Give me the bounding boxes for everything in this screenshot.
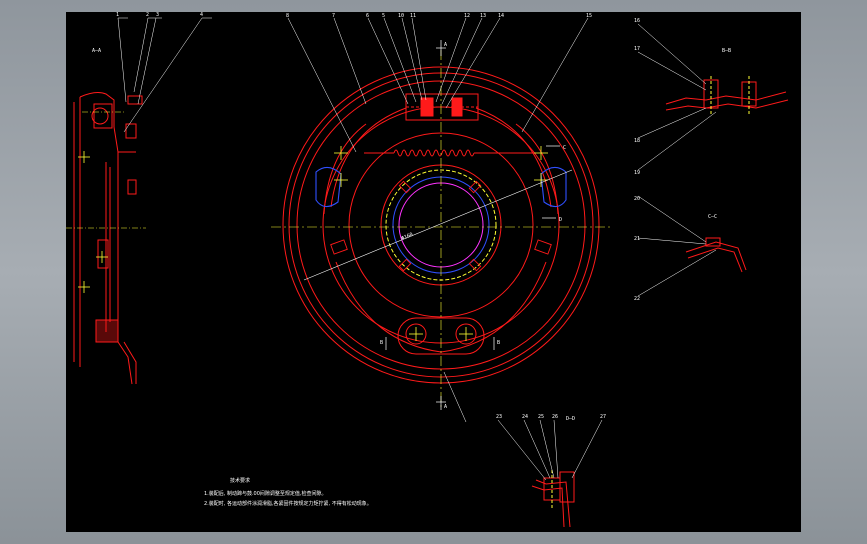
- notes-line-1: 1.装配后, 制动蹄与鼓.00间隙调整至规定值,检查间隙。: [204, 490, 327, 497]
- label-section-aa: A—A: [92, 48, 101, 54]
- left-view-bolt-marks: [78, 151, 108, 293]
- diameter-dimension: [303, 169, 573, 281]
- callout-24: 24: [522, 414, 528, 420]
- callout-12: 12: [464, 13, 470, 19]
- side-blocks: [330, 239, 552, 255]
- detail-d-leaders: [497, 419, 603, 481]
- callout-13: 13: [480, 13, 486, 19]
- label-detail-c: C—C: [708, 214, 717, 220]
- main-centerlines: [271, 50, 611, 407]
- section-marker-lines: [385, 40, 560, 410]
- callout-2: 2: [146, 12, 149, 18]
- callout-27: 27: [600, 414, 606, 420]
- return-spring: [364, 149, 536, 157]
- marker-c: C: [563, 145, 566, 151]
- callout-23: 23: [496, 414, 502, 420]
- marker-b-left: B: [380, 340, 383, 346]
- callout-10: 10: [398, 13, 404, 19]
- callout-6: 6: [366, 13, 369, 19]
- callout-20: 20: [634, 196, 640, 202]
- callout-26: 26: [552, 414, 558, 420]
- hub-bolt-slots: [398, 180, 482, 272]
- callout-21: 21: [634, 236, 640, 242]
- callout-25: 25: [538, 414, 544, 420]
- callout-18: 18: [634, 138, 640, 144]
- label-detail-d: D—D: [566, 416, 575, 422]
- callout-22: 22: [634, 296, 640, 302]
- callout-16: 16: [634, 18, 640, 24]
- marker-a-bottom: A: [444, 404, 447, 410]
- wheel-cylinder: [405, 93, 479, 121]
- cad-drawing-canvas[interactable]: A—A 1 2 3 4: [66, 12, 801, 532]
- marker-d: D: [559, 217, 562, 223]
- label-detail-b: B—B: [722, 48, 731, 54]
- pin-crosshairs: [334, 146, 548, 341]
- left-view-centerlines: [66, 111, 146, 229]
- callout-14: 14: [498, 13, 504, 19]
- brake-assembly-drawing: A—A 1 2 3 4: [66, 12, 789, 528]
- callout-7: 7: [332, 13, 335, 19]
- top-leaders: [287, 17, 589, 423]
- callout-8: 8: [286, 13, 289, 19]
- marker-b-right: B: [497, 340, 500, 346]
- notes-line-2: 2.装配时, 各运动部件涂润滑脂,各紧固件按规定力矩拧紧, 不得有松动现象。: [204, 500, 372, 507]
- bottom-anchor: [397, 317, 485, 355]
- callout-4: 4: [200, 12, 203, 18]
- notes-title: 技术要求: [230, 477, 250, 484]
- callout-11: 11: [410, 13, 416, 19]
- dimension-diameter: Φ160: [401, 232, 414, 242]
- callout-1: 1: [116, 12, 119, 18]
- shoe-pads-blue: [315, 166, 567, 208]
- callout-3: 3: [156, 12, 159, 18]
- detail-b-leaders: [637, 23, 717, 171]
- callout-15: 15: [586, 13, 592, 19]
- detail-b-view: [665, 76, 789, 116]
- callout-17: 17: [634, 46, 640, 52]
- left-section-view: [73, 92, 143, 385]
- callout-19: 19: [634, 170, 640, 176]
- left-leaders: [117, 17, 212, 133]
- callout-5: 5: [382, 13, 385, 19]
- marker-a-top: A: [444, 42, 447, 48]
- detail-d-view: [531, 470, 575, 528]
- detail-c-leaders: [637, 195, 717, 297]
